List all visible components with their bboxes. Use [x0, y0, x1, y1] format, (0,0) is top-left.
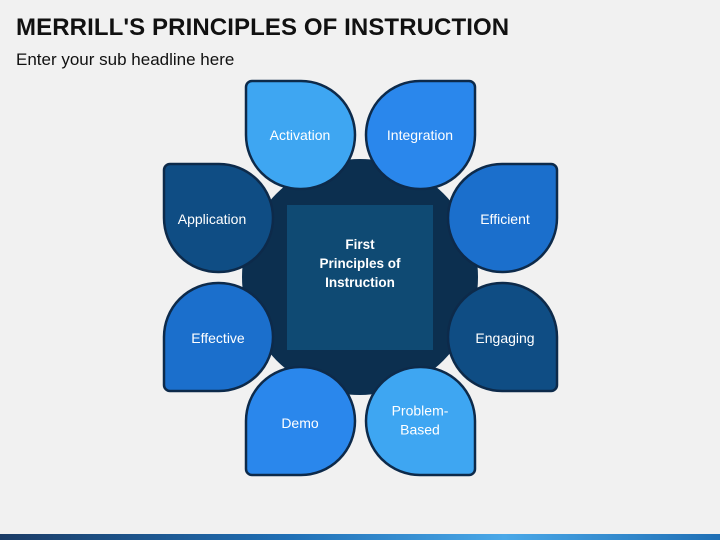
- petal-application: Application: [162, 162, 275, 274]
- petal-demo: Demo: [244, 365, 357, 477]
- petal-shape-activation: [244, 79, 357, 191]
- petal-label-engaging: Engaging: [475, 330, 534, 346]
- petal-shape-problem: [364, 365, 477, 477]
- petal-label-effective: Effective: [191, 330, 245, 346]
- petal-label-problem: Problem-Based: [392, 403, 449, 438]
- petal-label-application: Application: [178, 211, 247, 227]
- petal-problem: Problem-Based: [364, 365, 477, 477]
- petal-engaging: Engaging: [446, 281, 559, 393]
- petal-label-demo: Demo: [281, 415, 319, 431]
- petal-shape-engaging: [446, 281, 559, 393]
- petal-shape-effective: [162, 281, 275, 393]
- petal-efficient: Efficient: [446, 162, 559, 274]
- page-subtitle: Enter your sub headline here: [16, 50, 235, 69]
- center-label-line: Principles of: [319, 256, 401, 271]
- petal-label-integration: Integration: [387, 127, 453, 143]
- petal-label-activation: Activation: [270, 127, 331, 143]
- center-label-line: Instruction: [325, 275, 395, 290]
- petal-shape-demo: [244, 365, 357, 477]
- footer-bar: [0, 534, 720, 540]
- center-box: [287, 205, 433, 350]
- center-label-line: First: [345, 237, 375, 252]
- petal-activation: Activation: [244, 79, 357, 191]
- petal-integration: Integration: [364, 79, 477, 191]
- petal-shape-integration: [364, 79, 477, 191]
- page-title: MERRILL'S PRINCIPLES OF INSTRUCTION: [16, 14, 510, 41]
- petal-shape-application: [162, 162, 275, 274]
- petal-effective: Effective: [162, 281, 275, 393]
- petal-shape-efficient: [446, 162, 559, 274]
- petal-label-efficient: Efficient: [480, 211, 530, 227]
